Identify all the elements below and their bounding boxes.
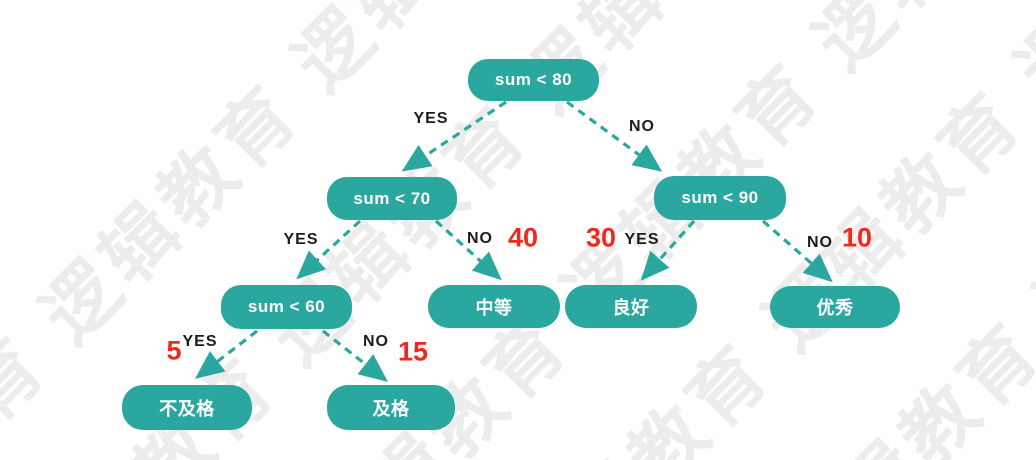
edge-root-yes bbox=[401, 100, 507, 172]
branch-label-lt70-no: NO bbox=[467, 230, 493, 247]
count-medium: 40 bbox=[507, 222, 539, 253]
node-sum-lt-70: sum < 70 bbox=[327, 177, 457, 220]
edge-lt60-no bbox=[322, 329, 389, 382]
node-sum-lt-60: sum < 60 bbox=[221, 285, 352, 329]
branch-label-lt90-no: NO bbox=[807, 234, 833, 251]
edge-lt90-no bbox=[761, 219, 833, 283]
leaf-pass: 及格 bbox=[327, 385, 455, 430]
count-excellent: 10 bbox=[841, 222, 873, 253]
leaf-good: 良好 bbox=[565, 285, 697, 328]
leaf-fail: 不及格 bbox=[122, 385, 252, 430]
node-label: 中等 bbox=[475, 297, 513, 318]
count-good: 30 bbox=[585, 222, 617, 253]
node-label: sum < 70 bbox=[353, 188, 431, 208]
node-label: sum < 60 bbox=[247, 297, 326, 316]
branch-label-lt90-yes: YES bbox=[624, 231, 660, 248]
count-fail: 5 bbox=[166, 335, 182, 366]
leaf-medium: 中等 bbox=[428, 285, 560, 328]
node-label: 及格 bbox=[372, 398, 410, 419]
branch-label-lt60-yes: YES bbox=[182, 333, 218, 350]
edge-root-no bbox=[566, 100, 663, 172]
branch-label-lt70-yes: YES bbox=[283, 231, 319, 248]
node-label: sum < 90 bbox=[681, 188, 759, 207]
edge-lt60-yes bbox=[194, 329, 258, 379]
branch-label-root-yes: YES bbox=[413, 110, 449, 127]
node-label: 不及格 bbox=[159, 398, 215, 419]
branch-label-lt60-no: NO bbox=[363, 333, 389, 350]
node-label: 良好 bbox=[612, 297, 650, 318]
node-sum-lt-80: sum < 80 bbox=[468, 59, 599, 101]
count-pass: 15 bbox=[397, 336, 429, 367]
node-sum-lt-90: sum < 90 bbox=[654, 176, 786, 220]
edge-lt90-yes bbox=[640, 219, 696, 281]
node-label: 优秀 bbox=[816, 298, 854, 318]
leaf-excellent: 优秀 bbox=[770, 286, 900, 328]
branch-label-root-no: NO bbox=[629, 118, 655, 135]
node-label: sum < 80 bbox=[494, 70, 573, 89]
